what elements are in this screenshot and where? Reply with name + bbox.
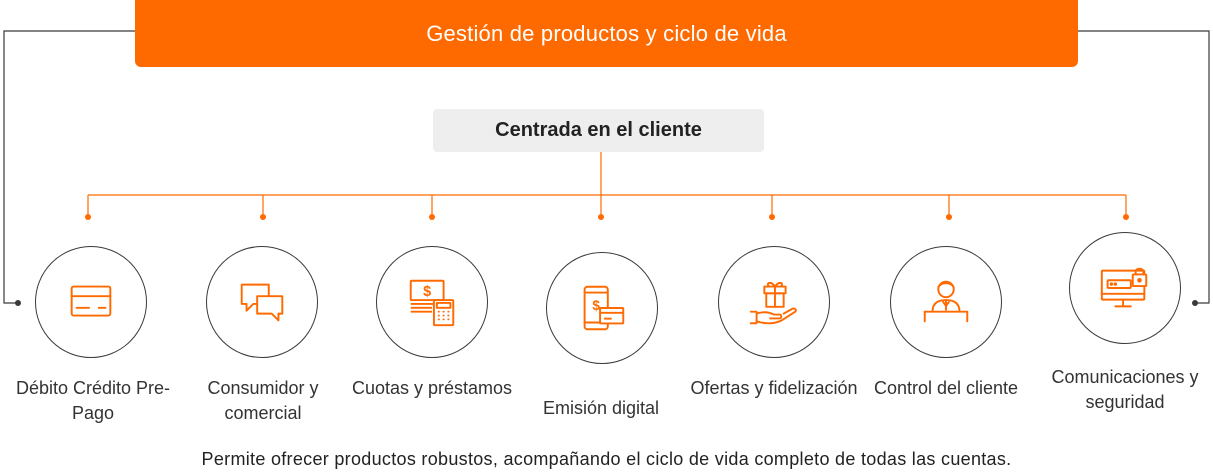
node-debit-credit: [35, 246, 147, 358]
banner-title: Gestión de productos y ciclo de vida: [426, 20, 787, 46]
node-consumer: [206, 246, 318, 358]
node-customer-control: [890, 246, 1002, 358]
right-bracket-dot: [1192, 300, 1198, 306]
customer-service-icon: [923, 280, 969, 323]
left-bracket-dot: [15, 300, 21, 306]
center-title: Centrada en el cliente: [495, 119, 702, 141]
label-communications: Comunicaciones y seguridad: [1051, 367, 1199, 412]
gift-hand-icon: [749, 281, 797, 325]
label-debit-credit: Débito Crédito Pre-Pago: [15, 378, 171, 423]
secure-monitor-icon: [1100, 267, 1148, 308]
node-digital: $: [546, 252, 658, 364]
branch-dots: [85, 214, 1129, 220]
label-customer-control: Control del cliente: [873, 378, 1019, 398]
lifecycle-banner: Gestión de productos y ciclo de vida: [135, 0, 1078, 67]
svg-text:$: $: [592, 298, 600, 313]
customer-centric-box: Centrada en el cliente: [433, 109, 764, 152]
svg-text:$: $: [423, 284, 431, 300]
footer-statement: Permite ofrecer productos robustos, acom…: [201, 449, 1012, 469]
mobile-card-icon: $: [583, 285, 625, 331]
label-loans: Cuotas y préstamos: [351, 378, 513, 398]
label-consumer: Consumidor y comercial: [207, 378, 319, 423]
node-communications: [1069, 232, 1181, 344]
chat-bubbles-icon: [240, 283, 284, 322]
cash-calculator-icon: $: [409, 279, 455, 327]
left-bracket-line: [3, 30, 135, 304]
branch-drops: [87, 195, 1127, 216]
credit-card-icon: [70, 285, 112, 317]
label-offers: Ofertas y fidelización: [690, 378, 858, 398]
node-loans: $: [376, 246, 488, 358]
label-digital: Emisión digital: [542, 398, 660, 418]
node-offers: [718, 246, 830, 358]
right-bracket-line: [1078, 30, 1210, 304]
